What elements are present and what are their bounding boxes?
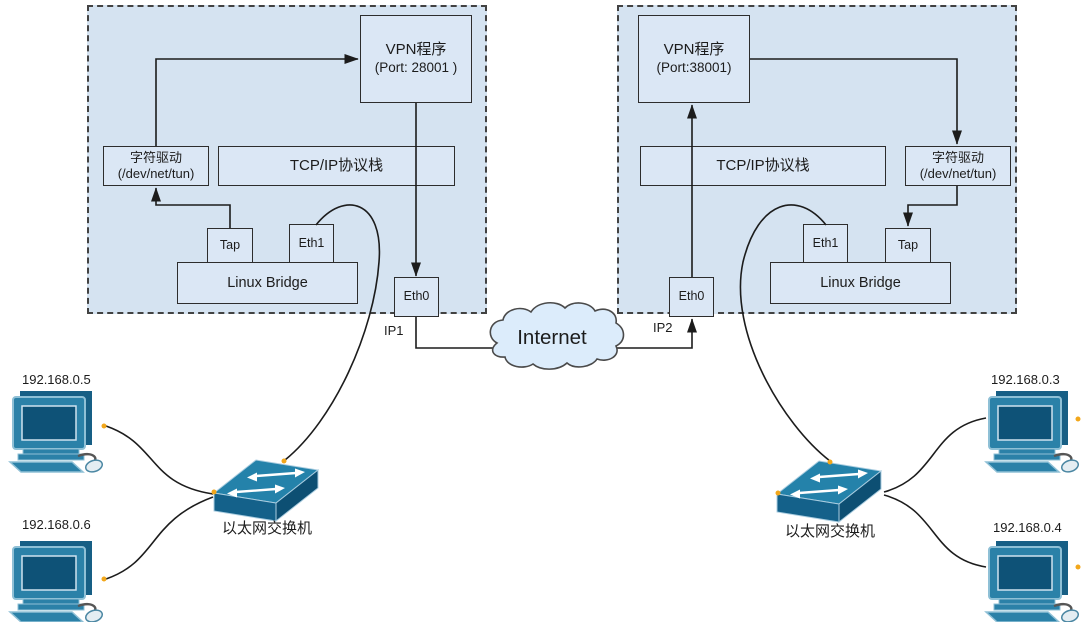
- eth0-label-right: Eth0: [678, 289, 705, 304]
- connection-dot: [1075, 564, 1081, 570]
- internet-label: Internet: [517, 326, 587, 349]
- eth1-box-right: Eth1: [803, 224, 848, 263]
- eth1-label-right: Eth1: [812, 235, 839, 250]
- tap-box-right: Tap: [885, 228, 931, 263]
- connection-dots: [101, 416, 1081, 582]
- vpn-port-left: (Port: 28001 ): [374, 59, 458, 75]
- char-driver-box-right: 字符驱动 (/dev/net/tun): [905, 146, 1011, 186]
- pc-ip-label-192-168-0-5: 192.168.0.5: [22, 372, 91, 387]
- pc-icon-192-168-0-3: [984, 389, 1081, 476]
- connection-dot: [211, 489, 217, 495]
- tcpip-stack-label-left: TCP/IP协议栈: [289, 156, 384, 174]
- tcpip-stack-box-right: TCP/IP协议栈: [640, 146, 886, 186]
- linux-bridge-label-right: Linux Bridge: [820, 274, 901, 291]
- switch-label-right: 以太网交换机: [784, 523, 875, 540]
- eth0-label-left: Eth0: [403, 289, 430, 304]
- pc-icon-192-168-0-6: [8, 539, 105, 622]
- tcpip-stack-box-left: TCP/IP协议栈: [218, 146, 455, 186]
- vpn-title-left: VPN程序: [385, 41, 447, 59]
- eth1-label-left: Eth1: [298, 235, 325, 250]
- tap-label-left: Tap: [219, 237, 241, 252]
- tap-box-left: Tap: [207, 228, 253, 263]
- eth0-box-right: Eth0: [669, 277, 714, 317]
- connection-dot: [281, 458, 287, 464]
- char-driver-title-right: 字符驱动: [931, 149, 984, 165]
- char-driver-title-left: 字符驱动: [129, 149, 182, 165]
- connection-dot: [101, 576, 107, 582]
- char-driver-dev-left: (/dev/net/tun): [117, 166, 195, 181]
- tcpip-stack-label-right: TCP/IP协议栈: [716, 156, 810, 174]
- linux-bridge-box-left: Linux Bridge: [177, 262, 358, 304]
- eth1-box-left: Eth1: [289, 224, 334, 263]
- connection-dot: [827, 459, 833, 465]
- char-driver-dev-right: (/dev/net/tun): [919, 166, 997, 181]
- connection-dot: [101, 423, 107, 429]
- vpn-program-box-left: VPN程序 (Port: 28001 ): [360, 15, 472, 103]
- vpn-port-right: (Port:38001): [656, 59, 732, 75]
- connection-dot: [1075, 416, 1081, 422]
- cable-switch-right-to-pc4: [883, 494, 987, 568]
- vpn-program-box-right: VPN程序 (Port:38001): [638, 15, 750, 103]
- pc-ip-label-192-168-0-3: 192.168.0.3: [991, 372, 1060, 387]
- ip2-label: IP2: [653, 320, 673, 335]
- connection-dot: [775, 490, 781, 496]
- cable-pc1-to-switch-left: [105, 425, 214, 495]
- pc-icon-192-168-0-5: [8, 389, 105, 476]
- tap-label-right: Tap: [897, 237, 919, 252]
- switch-label-left: 以太网交换机: [221, 520, 312, 537]
- pc-icon-192-168-0-4: [984, 539, 1081, 622]
- linux-bridge-box-right: Linux Bridge: [770, 262, 951, 304]
- char-driver-box-left: 字符驱动 (/dev/net/tun): [103, 146, 209, 186]
- ethernet-switch-icon-left: [212, 458, 320, 523]
- eth0-box-left: Eth0: [394, 277, 439, 317]
- cable-switch-right-to-pc3: [883, 417, 987, 493]
- linux-bridge-label-left: Linux Bridge: [227, 274, 308, 291]
- pc-ip-label-192-168-0-6: 192.168.0.6: [22, 517, 91, 532]
- ip1-label: IP1: [384, 323, 404, 338]
- cable-pc2-to-switch-left: [105, 496, 214, 580]
- ethernet-switch-icon-right: [775, 459, 883, 524]
- pc-ip-label-192-168-0-4: 192.168.0.4: [993, 520, 1062, 535]
- vpn-title-right: VPN程序: [663, 41, 725, 59]
